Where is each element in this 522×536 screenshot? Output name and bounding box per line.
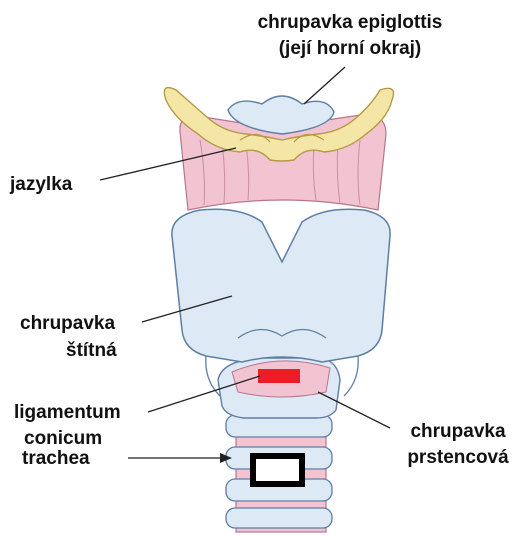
label-cricoid-line2: prstencová [407,447,509,468]
tracheal-ring [226,508,332,528]
label-ligament-line1: ligamentum [14,402,121,423]
thyroid-inferior-horn-right [344,356,358,396]
label-thyroid-line1: chrupavka [20,313,115,334]
label-thyroid-line2: štítná [66,340,117,361]
trachea-marker [253,456,302,484]
leader-epiglottis [304,67,345,104]
label-ligament-line2: conicum [24,428,102,449]
ligament-marker [258,369,300,383]
label-hyoid: jazylka [9,174,73,195]
label-epiglottis-line2: (její horní okraj) [279,38,422,59]
label-cricoid-line1: chrupavka [410,421,505,442]
label-epiglottis-line1: chrupavka epiglottis [258,12,443,33]
thyroid-cartilage [172,209,390,362]
label-trachea: trachea [22,448,90,469]
